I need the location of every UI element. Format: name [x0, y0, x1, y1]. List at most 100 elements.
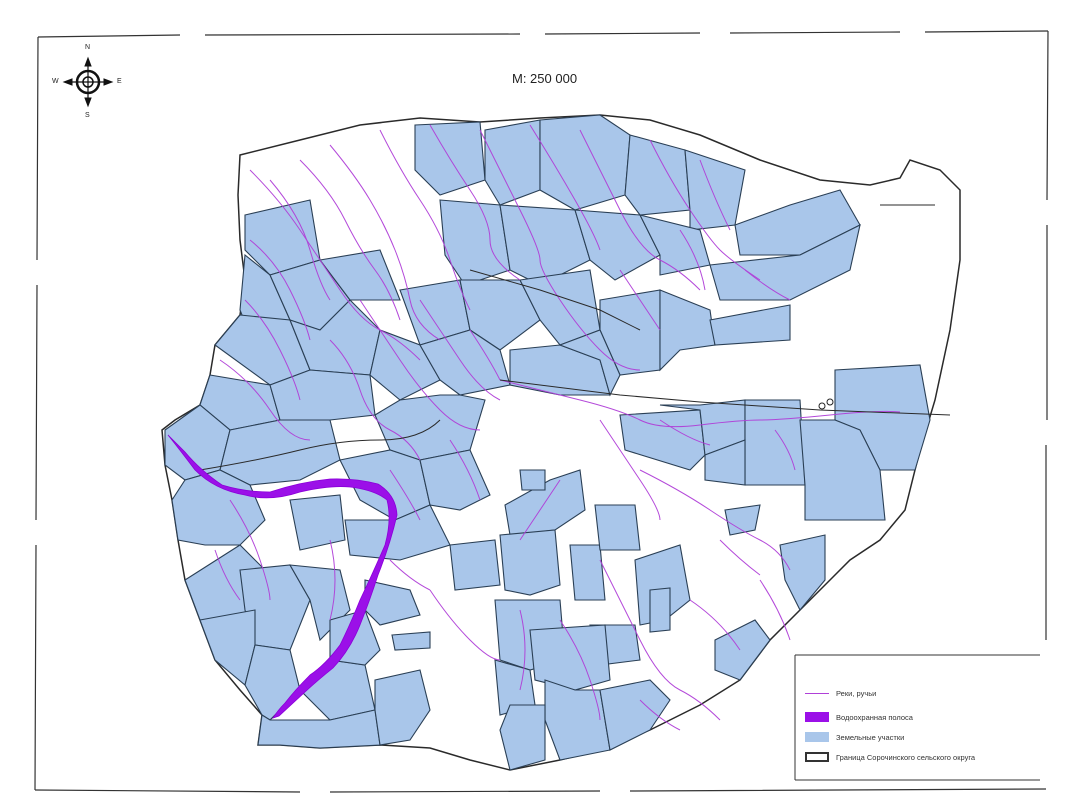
road [199, 419, 441, 471]
stream [269, 179, 331, 301]
land-parcel [529, 624, 611, 691]
stream [699, 159, 731, 231]
stream [659, 419, 711, 446]
land-parcel [171, 469, 266, 546]
stream [469, 329, 501, 381]
land-parcel-swatch-icon [805, 732, 829, 742]
land-parcel [419, 449, 491, 511]
boundary-swatch-icon [805, 752, 829, 762]
stream [559, 299, 641, 371]
land-parcel [724, 504, 761, 536]
protection-strip-swatch-icon [805, 712, 829, 722]
stream [449, 439, 481, 501]
land-parcel [439, 199, 511, 286]
stream [329, 339, 421, 461]
land-parcel [709, 304, 791, 346]
land-parcel [319, 249, 401, 301]
legend-frame [794, 654, 1040, 781]
compass-east-label: E [117, 78, 122, 85]
land-parcel [779, 534, 826, 611]
land-parcel [499, 704, 546, 771]
stream [519, 609, 526, 691]
stream-line-icon [805, 692, 829, 694]
stream [329, 144, 441, 341]
land-parcel [499, 529, 561, 596]
legend-item-streams: Реки, ручьи [805, 685, 876, 701]
stream [244, 299, 301, 401]
compass-north-label: N [85, 44, 91, 51]
land-parcel [484, 119, 541, 206]
stream [329, 539, 336, 621]
land-parcel [519, 469, 546, 491]
land-parcel [684, 149, 746, 231]
land-parcel [558, 329, 621, 397]
land-parcel [374, 669, 431, 746]
stream [599, 419, 661, 521]
stream [529, 124, 601, 251]
stream [519, 479, 561, 541]
land-parcel [624, 134, 691, 216]
stream [559, 619, 601, 721]
land-parcel [704, 439, 746, 486]
stream [429, 124, 521, 281]
compass-south-label: S [85, 112, 90, 119]
stream [214, 549, 241, 601]
stream [249, 169, 421, 361]
stream [619, 269, 661, 331]
stream [719, 539, 761, 576]
compass-west-label: W [52, 78, 59, 85]
stream [744, 269, 791, 301]
land-parcel [659, 289, 716, 372]
legend-label: Водоохранная полоса [836, 712, 913, 722]
land-parcel [599, 679, 671, 751]
land-parcel [619, 409, 706, 471]
stream [359, 299, 481, 431]
stream [649, 139, 761, 281]
stream [479, 129, 561, 301]
map-scale-label: М: 250 000 [512, 71, 578, 86]
stream [389, 559, 431, 591]
stream [249, 239, 311, 341]
map-legend: Реки, ручьи Водоохранная полоса Земельны… [795, 655, 1035, 783]
legend-item-protection-strip: Водоохранная полоса [805, 709, 913, 725]
land-parcel [499, 204, 591, 286]
stream [389, 469, 421, 521]
stream [429, 589, 501, 661]
settlement-symbol [818, 398, 834, 410]
stream [229, 499, 271, 601]
stream [499, 379, 901, 428]
land-parcel [459, 279, 541, 351]
land-parcel [569, 544, 606, 601]
water-protection-strip [167, 434, 398, 719]
road [469, 269, 641, 331]
land-parcel [391, 631, 431, 651]
stream [639, 469, 791, 571]
stream [679, 229, 706, 291]
stream [379, 129, 471, 311]
land-parcel [638, 214, 711, 276]
stream [219, 359, 311, 441]
stream [774, 429, 796, 471]
stream [759, 579, 791, 641]
land-parcel [799, 419, 886, 521]
land-parcel [574, 209, 661, 281]
legend-label: Земельные участки [836, 732, 905, 742]
land-parcel [599, 289, 661, 376]
land-parcel [289, 494, 346, 551]
stream [599, 559, 721, 721]
land-parcel [744, 399, 806, 486]
stream [579, 129, 701, 291]
stream [689, 599, 741, 651]
stream [299, 159, 401, 321]
legend-label: Реки, ручьи [836, 688, 877, 698]
land-parcel [709, 223, 861, 301]
legend-label: Граница Сорочинского сельского округа [836, 752, 976, 762]
legend-item-boundary: Граница Сорочинского сельского округа [805, 749, 975, 765]
land-parcel [634, 544, 691, 626]
land-parcel [369, 329, 441, 401]
legend-item-land-parcels: Земельные участки [805, 729, 904, 745]
stream [419, 299, 501, 401]
land-parcel [649, 587, 671, 633]
land-parcel [594, 504, 641, 551]
